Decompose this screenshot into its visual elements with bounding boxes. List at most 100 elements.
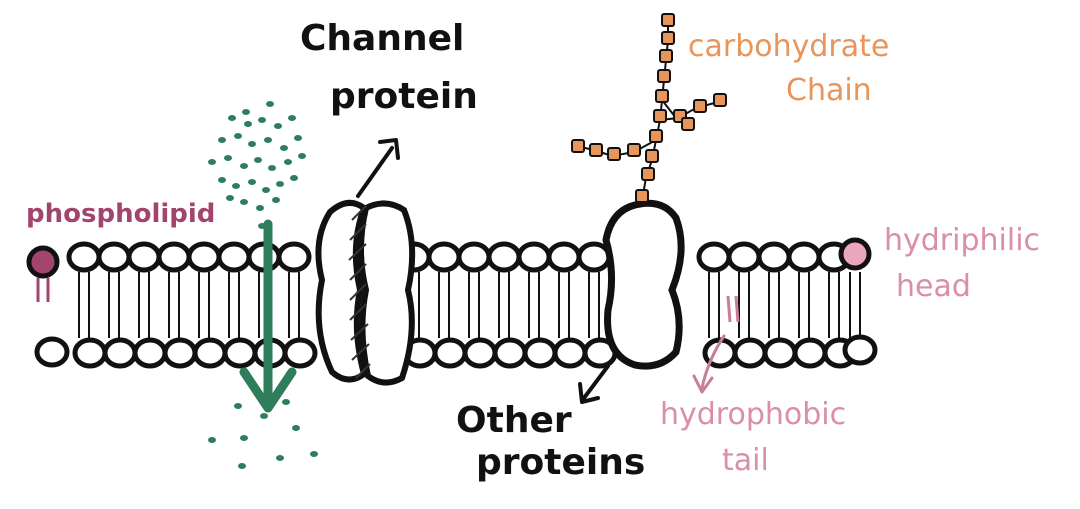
sugar-unit xyxy=(645,149,659,163)
lipid-tail xyxy=(288,272,300,338)
molecule-dot xyxy=(282,399,290,405)
lipid-head xyxy=(762,337,798,369)
top-heads-layer xyxy=(66,241,852,273)
lipid-tail xyxy=(768,272,780,338)
molecule-dot xyxy=(254,157,262,163)
molecule-dot xyxy=(292,425,300,431)
other-protein-shape xyxy=(602,199,685,370)
molecule-dot xyxy=(264,137,272,143)
molecule-dot xyxy=(218,177,226,183)
lipid-tail xyxy=(708,272,720,338)
hydrophilic-head-highlight xyxy=(838,237,872,271)
molecule-dot xyxy=(218,137,226,143)
molecule-dot xyxy=(272,197,280,203)
sugar-unit xyxy=(607,147,621,161)
other-proteins-label-1: Other xyxy=(456,400,572,441)
molecule-dot xyxy=(228,115,236,121)
lipid-tail xyxy=(228,272,240,338)
carbohydrate-label-2: Chain xyxy=(786,73,872,108)
label-arrows xyxy=(356,138,740,404)
lipid-head xyxy=(72,337,108,369)
sugar-unit xyxy=(681,117,695,131)
lipid-head xyxy=(186,241,222,273)
carbohydrate-label-1: carbohydrate xyxy=(688,29,889,64)
sugar-unit xyxy=(655,89,669,103)
lipid-tail xyxy=(528,272,540,338)
sugar-unit xyxy=(713,93,727,107)
lipid-tail xyxy=(798,272,810,338)
molecule-dot xyxy=(276,455,284,461)
lipid-head xyxy=(426,241,462,273)
lipid-tail xyxy=(198,272,210,338)
molecule-dot xyxy=(248,179,256,185)
molecule-dot xyxy=(262,187,270,193)
channel-protein-shape xyxy=(315,199,416,386)
lipid-head xyxy=(66,241,102,273)
lipid-head xyxy=(492,337,528,369)
carbohydrate-chain-shape xyxy=(571,13,727,203)
sugar-unit xyxy=(649,129,663,143)
hydrophobic-label-1: hydrophobic xyxy=(660,397,846,432)
molecules-inside xyxy=(208,399,318,469)
lipid-head xyxy=(486,241,522,273)
hydrophobic-tails-layer xyxy=(78,272,861,338)
molecule-dot xyxy=(240,163,248,169)
molecule-dot xyxy=(248,141,256,147)
sugar-unit xyxy=(635,189,649,203)
lipid-head xyxy=(696,241,732,273)
lipid-tail xyxy=(498,272,510,338)
other-proteins-label-2: proteins xyxy=(476,442,645,483)
lipid-tail xyxy=(78,272,90,338)
molecule-dot xyxy=(244,121,252,127)
lipid-head xyxy=(546,241,582,273)
molecule-dot xyxy=(276,181,284,187)
sugar-unit xyxy=(661,31,675,45)
lipid-head xyxy=(432,337,468,369)
molecule-dot xyxy=(310,451,318,457)
sugar-unit xyxy=(659,49,673,63)
lipid-tail xyxy=(138,272,150,338)
lipid-tail xyxy=(849,272,861,338)
molecule-dot xyxy=(226,195,234,201)
lipid-head xyxy=(276,241,312,273)
molecules-outside xyxy=(208,101,306,229)
sugar-unit xyxy=(641,167,655,181)
lipid-tail xyxy=(168,272,180,338)
molecule-dot xyxy=(260,413,268,419)
hydrophilic-label-1: hydriphilic xyxy=(884,223,1040,258)
lipid-head xyxy=(192,337,228,369)
lipid-tail xyxy=(108,272,120,338)
molecule-dot xyxy=(240,199,248,205)
lipid-head xyxy=(96,241,132,273)
hydrophobic-label-2: tail xyxy=(722,443,769,478)
molecule-dot xyxy=(240,435,248,441)
molecule-dot xyxy=(224,155,232,161)
lipid-head xyxy=(552,337,588,369)
lipid-head xyxy=(786,241,822,273)
molecule-dot xyxy=(290,175,298,181)
sugar-unit xyxy=(661,13,675,27)
channel-protein-label-1: Channel xyxy=(300,18,464,59)
sugar-unit xyxy=(571,139,585,153)
lipid-head xyxy=(282,337,318,369)
sugar-unit xyxy=(589,143,603,157)
lipid-head xyxy=(456,241,492,273)
lipid-head xyxy=(522,337,558,369)
lipid-head xyxy=(156,241,192,273)
lipid-tail xyxy=(558,272,570,338)
bottom-heads-layer xyxy=(34,334,878,369)
molecule-dot xyxy=(266,101,274,107)
molecule-dot xyxy=(284,159,292,165)
lipid-tail xyxy=(828,272,840,338)
sugar-unit xyxy=(627,143,641,157)
sugar-unit xyxy=(657,69,671,83)
molecule-dot xyxy=(280,145,288,151)
molecule-dot xyxy=(208,437,216,443)
lipid-head xyxy=(732,337,768,369)
lipid-head xyxy=(462,337,498,369)
sugar-unit xyxy=(693,99,707,113)
phospholipid-label: phospholipid xyxy=(26,199,215,229)
molecule-dot xyxy=(288,115,296,121)
